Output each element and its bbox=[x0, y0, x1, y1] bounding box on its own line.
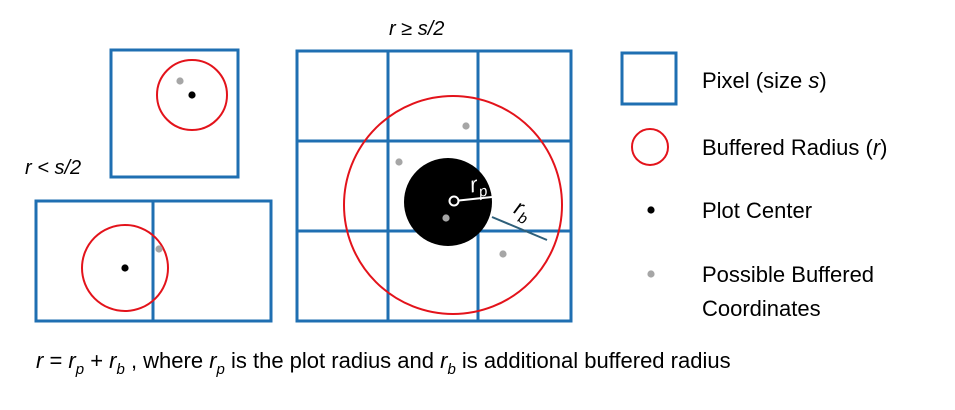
pixel-square bbox=[295, 139, 390, 233]
pixel-square bbox=[109, 48, 240, 179]
possible-buffered-point bbox=[176, 77, 184, 85]
plot-center-point bbox=[188, 91, 196, 99]
pixel-square bbox=[295, 229, 390, 323]
plot-center-ring bbox=[448, 195, 460, 207]
pixel-square bbox=[151, 199, 273, 323]
possible-buffered-legend-icon bbox=[647, 270, 655, 278]
buffered-radius-legend-icon bbox=[631, 128, 669, 166]
plot-center-legend-label: Plot Center bbox=[702, 198, 812, 223]
pixel-square bbox=[34, 199, 155, 323]
rb-radius-line bbox=[491, 216, 548, 241]
small-pixel-pair-panel bbox=[34, 199, 273, 323]
possible-buffered-point bbox=[462, 122, 470, 130]
large-case-caption: r ≥ s/2 bbox=[389, 18, 444, 40]
possible-buffered-point bbox=[395, 158, 403, 166]
buffered-radius-legend-label: Buffered Radius (r) bbox=[702, 135, 887, 160]
buffered-radius-circle bbox=[343, 95, 563, 315]
possible-buffered-legend-label-line1: Possible Buffered bbox=[702, 262, 874, 287]
possible-buffered-point bbox=[155, 245, 163, 253]
pixel-legend-icon bbox=[620, 51, 678, 106]
pixel-square bbox=[386, 229, 480, 323]
rp-radius-line bbox=[453, 196, 493, 202]
plot-radius-disk bbox=[404, 158, 492, 246]
possible-buffered-legend-label-line2: Coordinates bbox=[702, 296, 821, 321]
small-pixel-single-panel bbox=[109, 48, 240, 179]
formula-caption: r = rp + rb , where rp is the plot radiu… bbox=[36, 348, 731, 378]
rb-label: rb bbox=[509, 194, 536, 228]
possible-buffered-point bbox=[499, 250, 507, 258]
large-grid-panel: rp rb bbox=[295, 49, 573, 323]
buffered-radius-circle bbox=[81, 224, 169, 312]
pixel-square bbox=[295, 49, 390, 143]
pixel-square bbox=[476, 49, 573, 143]
small-case-caption: r < s/2 bbox=[25, 157, 81, 179]
possible-buffered-point bbox=[442, 214, 450, 222]
legend: Pixel (size s) Buffered Radius (r) Plot … bbox=[620, 51, 887, 321]
plot-center-legend-icon bbox=[647, 206, 655, 214]
plot-center-point bbox=[121, 264, 129, 272]
buffered-radius-circle bbox=[156, 59, 228, 131]
pixel-legend-label: Pixel (size s) bbox=[702, 68, 827, 93]
